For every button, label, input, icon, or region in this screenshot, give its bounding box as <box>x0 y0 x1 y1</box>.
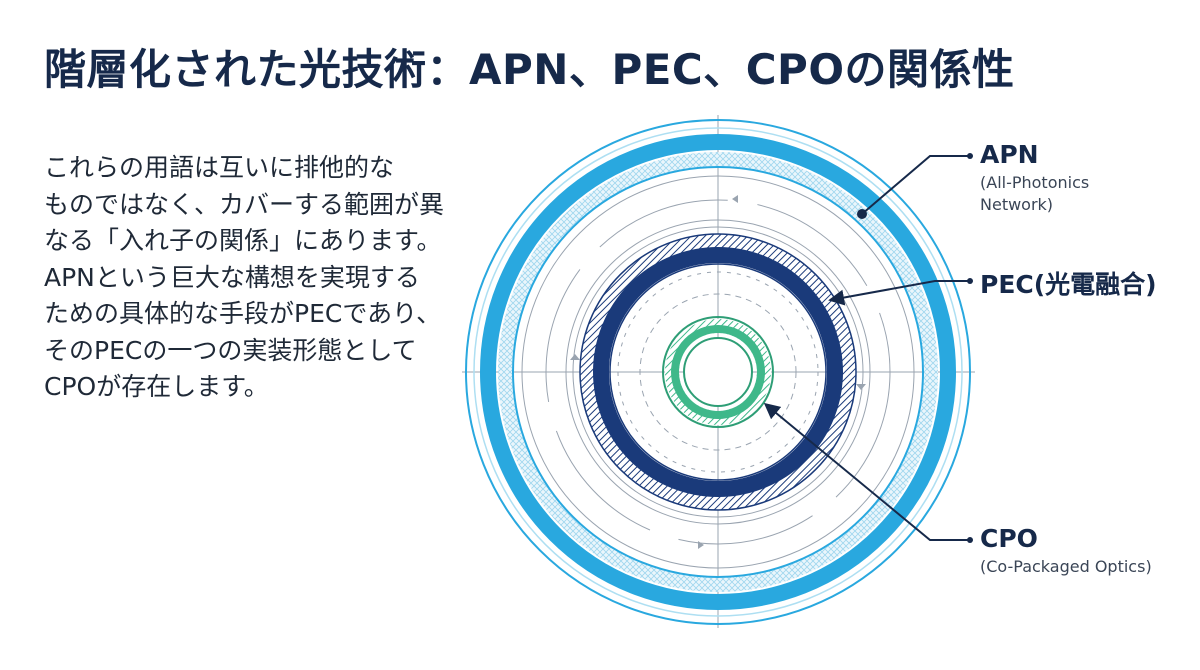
description-line: ものではなく、カバーする範囲が異 <box>44 189 445 219</box>
cpo-leader-endpoint <box>967 537 973 543</box>
apn-label: APN <box>980 140 1039 169</box>
apn-sublabel-line2: Network) <box>980 195 1054 214</box>
apn-sublabel-line1: (All-Photonics <box>980 173 1090 192</box>
pec-label: PEC(光電融合) <box>980 270 1157 299</box>
description-line: ための具体的な手段がPECであり、 <box>44 299 442 328</box>
guide-rings <box>545 199 891 545</box>
apn-leader-line <box>861 155 970 215</box>
apn-pointer-dot <box>857 209 867 219</box>
description-line: これらの用語は互いに排他的な <box>44 153 395 182</box>
cpo-ring <box>662 316 774 428</box>
description-line: なる「入れ子の関係」にあります。 <box>44 226 442 255</box>
description-line: APNという巨大な構想を実現する <box>44 262 420 292</box>
page-title: 階層化された光技術：APN、PEC、CPOの関係性 <box>44 45 1015 94</box>
description-line: CPOが存在します。 <box>44 372 269 401</box>
description-text: これらの用語は互いに排他的な ものではなく、カバーする範囲が異 なる「入れ子の関… <box>44 150 464 406</box>
apn-leader-endpoint <box>967 153 973 159</box>
pec-leader-line <box>828 280 970 306</box>
cpo-sublabel: (Co-Packaged Optics) <box>980 557 1152 576</box>
apn-ring <box>465 119 971 625</box>
description-line: そのPECの一つの実装形態として <box>44 335 417 365</box>
pec-ring <box>579 233 857 511</box>
guide-ticks <box>570 195 866 549</box>
cpo-label: CPO <box>980 524 1038 553</box>
cpo-leader-line <box>763 402 970 541</box>
leader-lines <box>763 155 970 541</box>
pec-leader-endpoint <box>967 278 973 284</box>
